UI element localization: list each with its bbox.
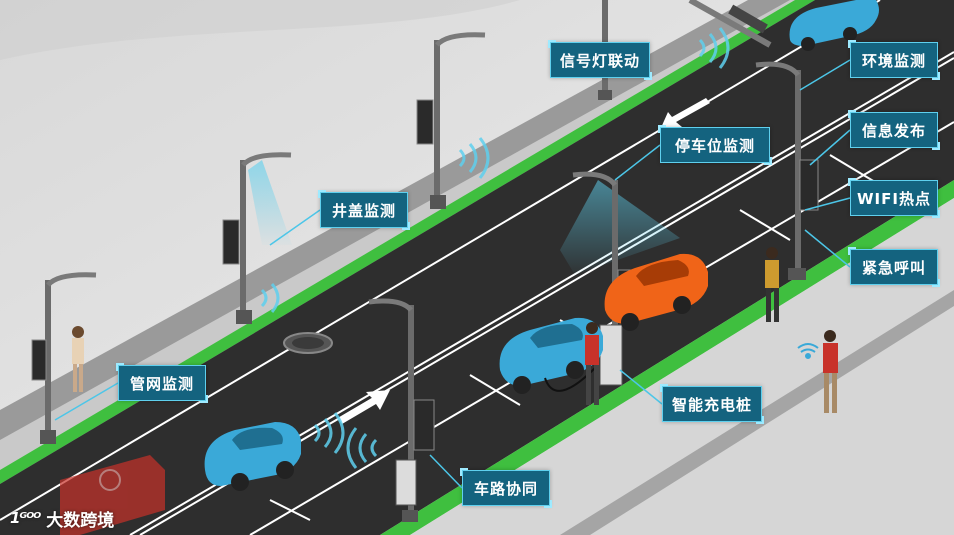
arrow-backward bbox=[660, 98, 710, 130]
car-blue-charging bbox=[499, 317, 603, 394]
label-smart-charging-pile: 智能充电桩 bbox=[660, 384, 764, 424]
watermark-brand: 大数跨境 bbox=[46, 510, 115, 531]
label-vehicle-road-coordination: 车路协同 bbox=[460, 468, 552, 508]
camera-beam-parking bbox=[560, 180, 680, 275]
street-lamps bbox=[31, 0, 819, 522]
label-info-release: 信息发布 bbox=[848, 110, 940, 150]
wifi-icon bbox=[797, 343, 819, 359]
lower-sidewalk bbox=[410, 198, 954, 535]
watermark: 1ᴳᴼᴼ 大数跨境 bbox=[10, 505, 114, 531]
camera-beam-manhole bbox=[248, 160, 292, 245]
pedestrian-woman bbox=[72, 326, 84, 392]
underground-pipe bbox=[60, 455, 165, 535]
car-blue-far bbox=[789, 0, 879, 51]
wireless-waves bbox=[260, 27, 730, 469]
car-orange-parked bbox=[604, 253, 708, 331]
arrow-forward bbox=[338, 390, 390, 424]
manhole-cover-inner bbox=[292, 337, 324, 349]
label-manhole-monitoring: 井盖监测 bbox=[318, 190, 410, 230]
car-blue-front bbox=[204, 422, 301, 491]
label-pipe-network-monitoring: 管网监测 bbox=[116, 363, 208, 403]
pedestrian-backpack bbox=[765, 247, 779, 322]
label-environment-monitoring: 环境监测 bbox=[848, 40, 940, 80]
label-emergency-call: 紧急呼叫 bbox=[848, 247, 940, 287]
pedestrian-phone bbox=[823, 330, 838, 413]
leader-lines bbox=[54, 59, 851, 489]
background-arc bbox=[0, 0, 520, 60]
pedestrian-charging bbox=[585, 322, 599, 405]
lane-line-1 bbox=[0, 0, 881, 521]
label-wifi-hotspot: WIFI热点 bbox=[848, 178, 940, 218]
label-parking-monitoring: 停车位监测 bbox=[658, 125, 772, 165]
label-signal-linkage: 信号灯联动 bbox=[548, 40, 652, 80]
watermark-logo: 1ᴳᴼᴼ bbox=[10, 509, 41, 527]
lower-green-strip bbox=[380, 180, 954, 535]
